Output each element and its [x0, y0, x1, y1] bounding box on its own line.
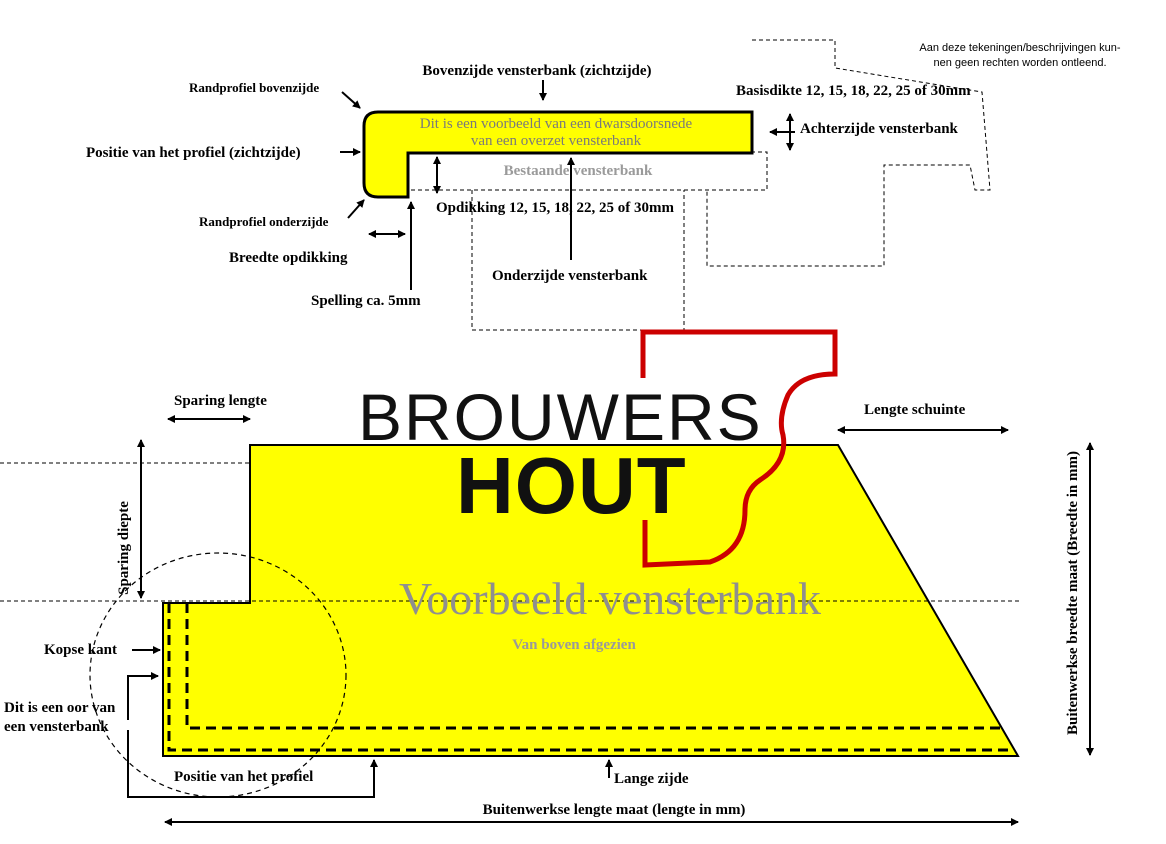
- outer-length-label: Buitenwerkse lengte maat (lengte in mm): [483, 802, 746, 818]
- sill-cross-section: [362, 110, 754, 199]
- offset-width-label: Breedte opdikking: [229, 250, 348, 266]
- profile-position-label: Positie van het profiel (zichtzijde): [86, 145, 301, 161]
- edge-profile-bottom-label: Randprofiel onderzijde: [199, 214, 329, 229]
- end-edge-label: Kopse kant: [44, 642, 117, 658]
- profile-position-bracket: [127, 730, 378, 798]
- back-side-label: Achterzijde vensterbank: [800, 121, 959, 137]
- ear-label-line-2: een vensterbank: [4, 719, 109, 735]
- ear-label-line-1: Dit is een oor van: [4, 700, 116, 716]
- profile-position-bottom-label: Positie van het profiel: [174, 769, 313, 785]
- clearance-label: Spelling ca. 5mm: [311, 293, 421, 309]
- wall-outline: [706, 39, 991, 267]
- edge-profile-top-arrow: [341, 91, 361, 109]
- inner-text-line-1: Dit is een voorbeeld van een dwarsdoorsn…: [420, 116, 693, 132]
- edge-profile-top-label: Randprofiel bovenzijde: [189, 80, 319, 95]
- disclaimer-line-1: Aan deze tekeningen/beschrijvingen kun-: [919, 42, 1121, 54]
- outer-width-label: Buitenwerkse breedte maat (Breedte in mm…: [1065, 451, 1081, 735]
- existing-sill-outline: [408, 151, 768, 191]
- underside-label: Onderzijde vensterbank: [492, 268, 648, 284]
- profile-line-outer: [167, 603, 1008, 752]
- profile-line-inner: [185, 603, 1000, 730]
- brand-frame-outline: [640, 329, 838, 568]
- brand-line-2: HOUT: [456, 441, 687, 530]
- notch-depth-label: Sparing diepte: [116, 501, 132, 595]
- lower-wall-outline: [471, 190, 685, 331]
- watermark-title: Voorbeeld vensterbank: [399, 573, 821, 624]
- notch-length-label: Sparing lengte: [174, 393, 267, 409]
- brand-line-1: BROUWERS: [358, 380, 763, 454]
- ear-circle: [89, 552, 347, 798]
- ear-pointer-arrow: [127, 672, 159, 720]
- from-above-label: Van boven afgezien: [512, 637, 636, 653]
- inner-text-line-2: van een overzet vensterbank: [471, 133, 642, 149]
- edge-profile-bottom-arrow: [347, 199, 365, 219]
- disclaimer-line-2: nen geen rechten worden ontleend.: [933, 57, 1106, 69]
- existing-sill-label: Bestaande vensterbank: [504, 163, 653, 179]
- long-side-label: Lange zijde: [614, 771, 689, 787]
- bevel-length-label: Lengte schuinte: [864, 402, 966, 418]
- base-thickness-label: Basisdikte 12, 15, 18, 22, 25 of 30mm: [736, 83, 971, 99]
- offset-thickness-label: Opdikking 12, 15, 18, 22, 25 of 30mm: [436, 200, 674, 216]
- top-side-label: Bovenzijde vensterbank (zichtzijde): [422, 63, 651, 79]
